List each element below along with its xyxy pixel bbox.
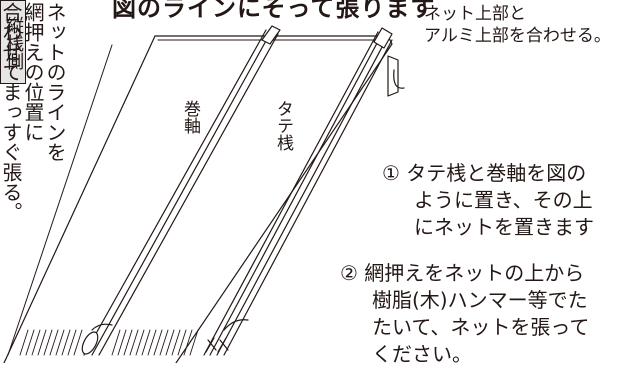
step-text: にネットを置きます xyxy=(414,215,594,239)
top-note: ネット上部と アルミ上部を合わせる。 xyxy=(424,3,611,47)
step-number: ② xyxy=(340,261,358,285)
net-left-guide xyxy=(7,44,113,356)
stile-label: タテ桟 xyxy=(273,100,293,151)
step-1-line-1: ① タテ桟と巻軸を図の xyxy=(382,160,594,187)
vertical-stile xyxy=(203,27,393,356)
top-note-line: ネット上部と xyxy=(424,4,526,24)
roll-axis xyxy=(81,25,281,356)
step-2-line-1: ② 網押えをネットの上から xyxy=(340,260,589,287)
roll-axis-label: 巻軸 xyxy=(180,100,200,134)
left-note-line: 網押えの位置に xyxy=(21,2,45,142)
step-text: ように置き、その上 xyxy=(414,188,593,212)
heading: 図のラインにそって張ります xyxy=(112,0,436,22)
net-hatching xyxy=(19,329,199,356)
step-1: ① タテ桟と巻軸を図の ように置き、その上 にネットを置きます xyxy=(382,160,594,241)
left-note: ネットのラインを 網押えの位置に 合わせてまっすぐ張る。 xyxy=(0,2,67,242)
side-label-box: 縦桟側 xyxy=(0,0,26,84)
side-label-leader xyxy=(393,69,405,89)
left-note-line: ネットのラインを xyxy=(43,2,67,162)
side-label-pointer xyxy=(387,55,399,97)
step-text: ください。 xyxy=(372,342,472,366)
step-2: ② 網押えをネットの上から 樹脂(木)ハンマー等でた たいて、ネットを張って く… xyxy=(340,260,589,368)
top-note-line: アルミ上部を合わせる。 xyxy=(424,26,611,46)
step-text: タテ桟と巻軸を図の xyxy=(406,161,587,185)
step-text: たいて、ネットを張って xyxy=(372,315,590,339)
left-note-line: 合わせてまっすぐ張る。 xyxy=(0,2,23,222)
step-text: 網押えをネットの上から xyxy=(364,261,585,285)
step-text: 樹脂(木)ハンマー等でた xyxy=(372,288,588,312)
step-number: ① xyxy=(382,161,400,185)
